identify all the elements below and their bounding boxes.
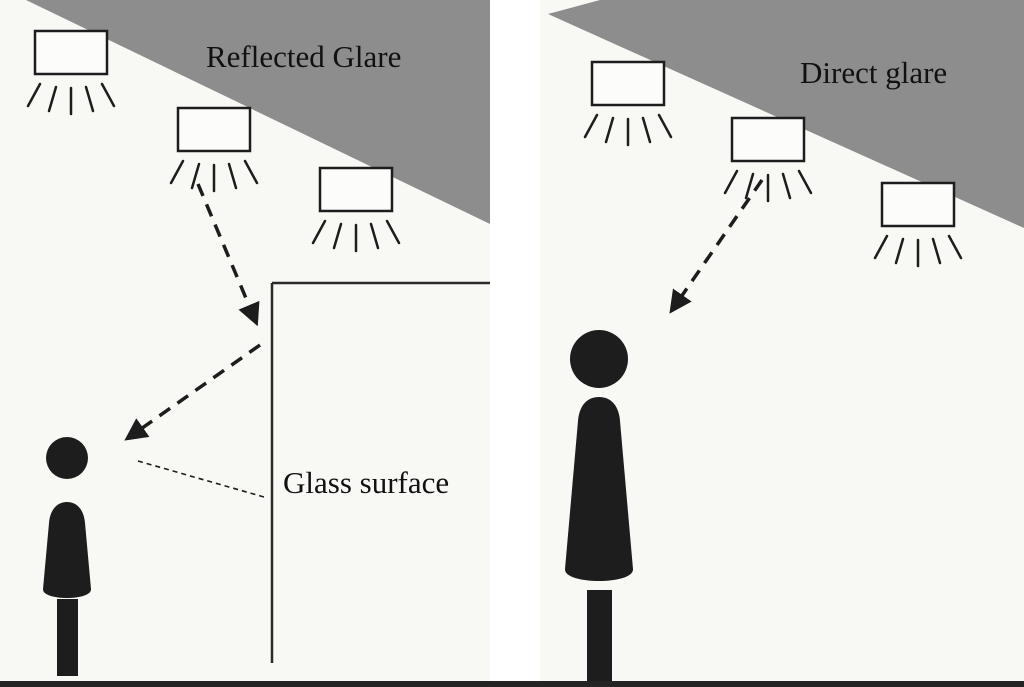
- person-silhouette-icon: [42, 437, 92, 676]
- person-silhouette-icon: [564, 330, 634, 687]
- light-fixture-icon: [311, 166, 401, 253]
- reflected-glare-diagram: [26, 0, 490, 676]
- incident-ray-arrow-icon: [196, 183, 260, 327]
- direct-glare-diagram: [548, 0, 1024, 687]
- direct-ray-arrow-icon: [669, 179, 764, 314]
- glass-surface-label: Glass surface: [283, 465, 450, 500]
- panel-divider: [490, 0, 540, 687]
- glass-surface-line: [270, 281, 490, 663]
- light-fixture-icon: [583, 60, 673, 147]
- reflected-ray-arrow-icon: [124, 343, 262, 441]
- right-panel-title: Direct glare: [800, 55, 948, 90]
- light-fixture-icon: [26, 29, 116, 116]
- light-fixture-icon: [873, 181, 963, 268]
- direct-glare-panel: Direct glare: [540, 0, 1024, 687]
- left-panel-title: Reflected Glare: [206, 39, 402, 74]
- light-fixture-icon: [723, 116, 813, 203]
- sloped-ceiling: [548, 0, 1024, 228]
- light-fixture-icon: [169, 106, 259, 193]
- glass-pointer-line: [137, 460, 265, 498]
- reflected-glare-panel: Reflected Glare Glass surface: [0, 0, 490, 687]
- floor-line: [0, 681, 1024, 687]
